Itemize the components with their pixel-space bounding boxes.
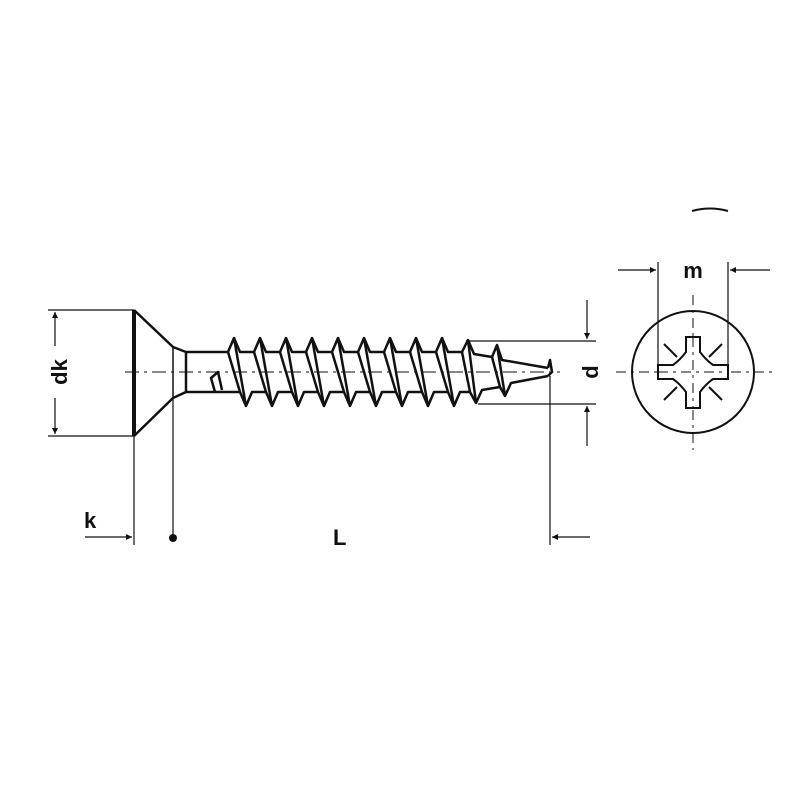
label-dk: dk <box>47 358 72 384</box>
dimension-dk <box>48 309 134 437</box>
label-L: L <box>333 525 346 550</box>
screw-head <box>132 309 188 437</box>
screw-shank <box>186 336 554 408</box>
label-m: m <box>683 258 703 283</box>
dimension-d <box>466 300 596 446</box>
head-end-view <box>616 207 772 450</box>
label-d: d <box>578 365 603 378</box>
dimension-m <box>618 262 770 372</box>
label-k: k <box>84 508 97 533</box>
dimension-k-L <box>85 376 590 545</box>
dimension-origin-dot <box>169 534 177 542</box>
